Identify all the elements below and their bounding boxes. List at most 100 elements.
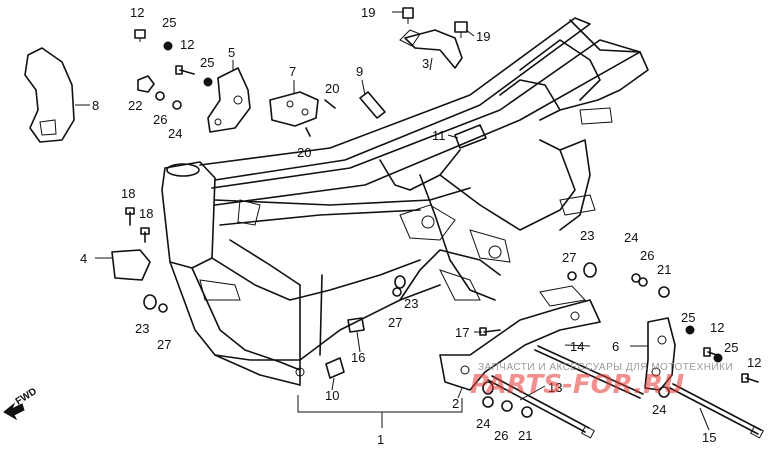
main-frame xyxy=(161,17,649,386)
callout-24a: 24 xyxy=(476,416,490,431)
nut-21a xyxy=(521,406,533,418)
callout-20a: 20 xyxy=(325,81,339,96)
callout-2: 2 xyxy=(452,396,459,411)
callout-13: 13 xyxy=(548,380,562,395)
fwd-arrow-icon xyxy=(3,402,25,421)
bolt-12b xyxy=(175,65,195,75)
bolt-18a xyxy=(125,207,135,226)
callout-18a: 18 xyxy=(121,186,135,201)
forward-direction-indicator: FWD xyxy=(3,386,39,421)
callout-12b: 12 xyxy=(180,37,194,52)
pivot-shaft-14 xyxy=(534,345,644,399)
callout-23c: 23 xyxy=(580,228,594,243)
callout-12c: 12 xyxy=(710,320,724,335)
callout-26a: 26 xyxy=(153,112,167,127)
callout-18b: 18 xyxy=(139,206,153,221)
nut-24a xyxy=(172,100,182,110)
bolt-20a xyxy=(324,99,336,109)
washer-26c xyxy=(501,400,513,412)
callout-26b: 26 xyxy=(640,248,654,263)
callout-11: 11 xyxy=(432,128,446,143)
gusset-plate xyxy=(111,249,151,281)
side-cover xyxy=(24,47,75,143)
callout-10: 10 xyxy=(325,388,339,403)
callout-24b: 24 xyxy=(168,126,182,141)
callout-20b: 20 xyxy=(297,145,311,160)
watermark: ЗАПЧАСТИ И АКСЕССУАРЫ ДЛЯ МОТОТЕХНИКИ PA… xyxy=(470,362,733,400)
callout-27c: 27 xyxy=(562,250,576,265)
pivot-shaft-15 xyxy=(669,383,764,439)
watermark-logo: PARTS-FOR.RU xyxy=(470,370,684,400)
pivot-shaft-13 xyxy=(487,375,595,439)
callout-19b: 19 xyxy=(476,29,490,44)
callout-25d: 25 xyxy=(724,340,738,355)
callout-14: 14 xyxy=(570,339,584,354)
washer-25a xyxy=(163,41,173,51)
callout-6: 6 xyxy=(612,339,619,354)
frame-leader-bracket xyxy=(297,395,463,413)
rubber-strip xyxy=(359,91,386,119)
nut-22 xyxy=(137,75,155,93)
bolt-12a xyxy=(134,29,146,42)
callout-7: 7 xyxy=(289,64,296,79)
bolt-20b xyxy=(305,127,311,137)
callout-4: 4 xyxy=(80,251,87,266)
callout-22: 22 xyxy=(128,98,142,113)
callout-15: 15 xyxy=(702,430,716,445)
callout-23a: 23 xyxy=(135,321,149,336)
washer-25d xyxy=(713,353,723,363)
collar-23b xyxy=(394,275,406,289)
washer-27b xyxy=(392,287,402,297)
callout-21a: 21 xyxy=(518,428,532,443)
callout-12a: 12 xyxy=(130,5,144,20)
frame-cover-tube xyxy=(454,124,487,149)
engine-hanger-bracket-right xyxy=(644,317,676,391)
bolt-12d xyxy=(741,373,759,383)
cable-clip xyxy=(325,357,345,379)
callout-27b: 27 xyxy=(388,315,402,330)
collar-23c xyxy=(583,262,597,278)
nut-24b xyxy=(631,273,641,283)
callout-26c: 26 xyxy=(494,428,508,443)
top-bracket xyxy=(399,29,463,69)
nut-24c xyxy=(482,396,494,408)
sub-frame-bracket xyxy=(439,285,601,391)
washer-27c xyxy=(567,271,577,281)
washer-27a xyxy=(158,303,168,313)
callout-21b: 21 xyxy=(657,262,671,277)
bolt-19a xyxy=(402,7,414,24)
callout-12d: 12 xyxy=(747,355,761,370)
callout-16: 16 xyxy=(351,350,365,365)
callout-5: 5 xyxy=(228,45,235,60)
callout-27a: 27 xyxy=(157,337,171,352)
callout-24d: 24 xyxy=(652,402,666,417)
callout-25c: 25 xyxy=(681,310,695,325)
callout-25b: 25 xyxy=(200,55,214,70)
bolt-17 xyxy=(479,327,501,336)
washer-25c xyxy=(685,325,695,335)
washer-25b xyxy=(203,77,213,87)
nut-24d xyxy=(658,386,670,398)
bolt-18b xyxy=(140,227,150,243)
callout-25a: 25 xyxy=(162,15,176,30)
callout-17: 17 xyxy=(455,325,469,340)
callout-1: 1 xyxy=(377,432,384,447)
fwd-label: FWD xyxy=(14,386,39,407)
bolt-19b xyxy=(454,21,468,38)
center-bracket xyxy=(269,91,319,127)
callout-9: 9 xyxy=(356,64,363,79)
washer-26a xyxy=(155,91,165,101)
wire-clamp xyxy=(347,317,365,333)
collar-23a xyxy=(143,294,157,310)
callout-23b: 23 xyxy=(404,296,418,311)
callout-3: 3 xyxy=(422,56,429,71)
callout-19a: 19 xyxy=(361,5,375,20)
washer-26b xyxy=(638,277,648,287)
callout-labels: 1 2 3 4 5 6 7 8 9 10 11 12 12 12 12 13 1… xyxy=(80,5,761,447)
collar-23d xyxy=(482,381,494,395)
leader-lines xyxy=(75,11,710,431)
nut-21b xyxy=(658,286,670,298)
callout-24c: 24 xyxy=(624,230,638,245)
